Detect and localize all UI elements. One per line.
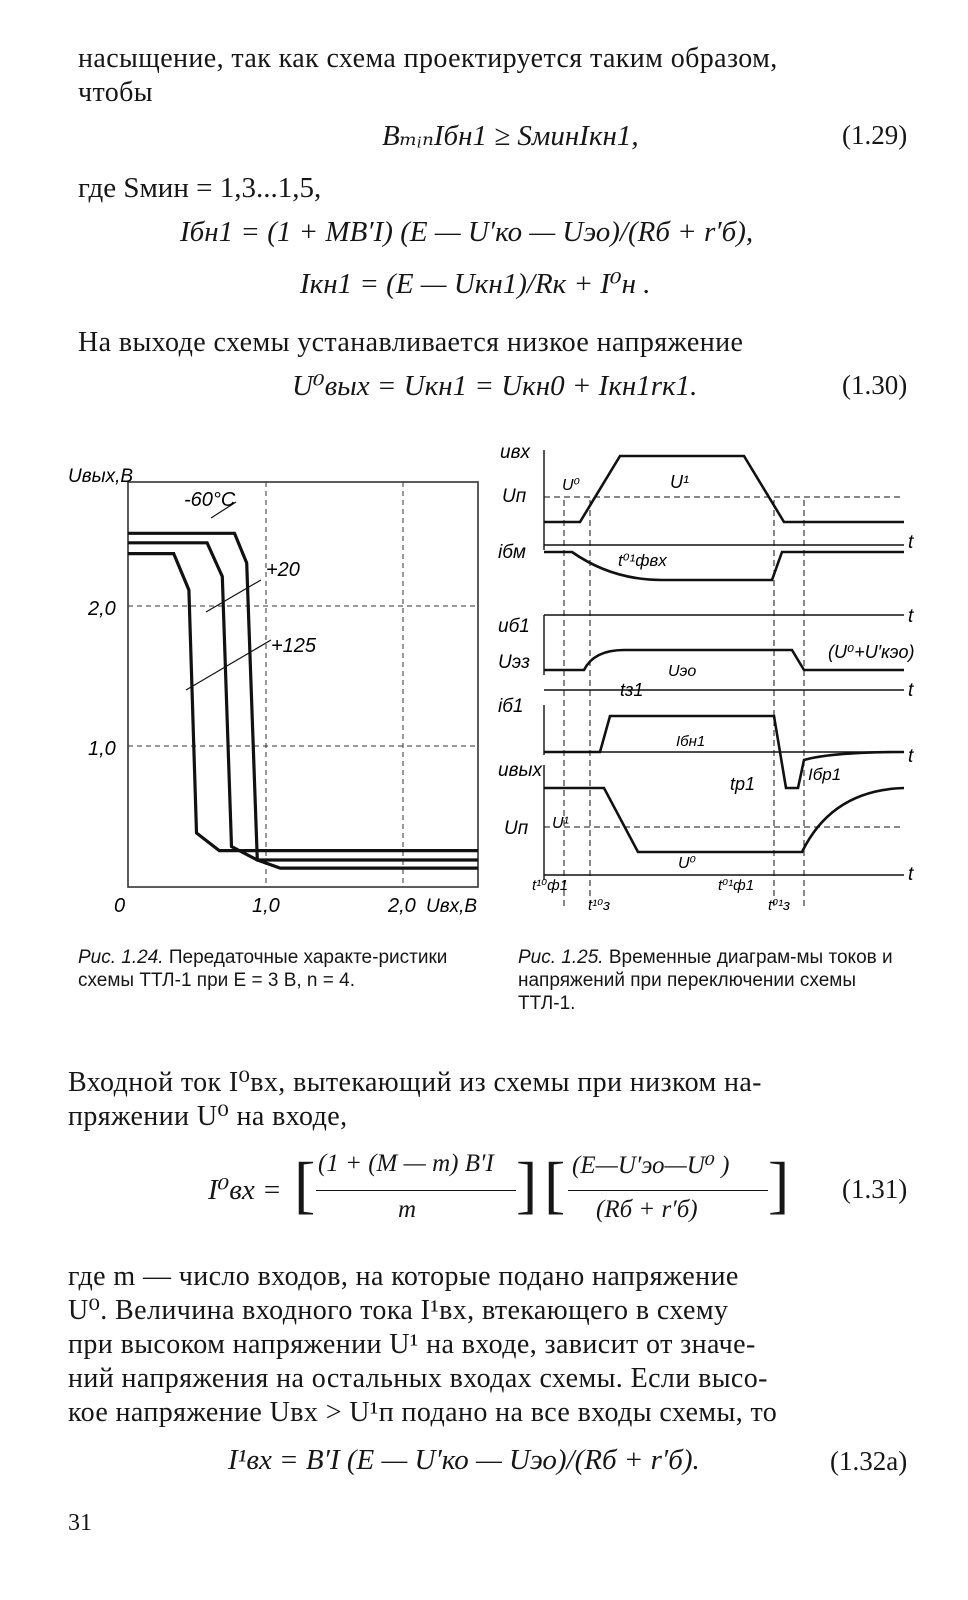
bracket-left-1: [ (294, 1149, 316, 1220)
paragraph-1-line-2: чтобы (78, 77, 154, 108)
label-u0-out: U⁰ (678, 855, 697, 872)
equation-ikn1: Iкн1 = (E — Uкн1)/Rк + I⁰н . (300, 268, 651, 300)
transfer-curve-1 (128, 541, 478, 862)
label-i-bm: iбм (498, 542, 526, 563)
label-t-z1: tз1 (620, 680, 643, 700)
equation-1-30: U⁰вых = Uкн1 = Uкн0 + Iкн1rк1. (292, 370, 698, 402)
caption-fig-1-25: Рис. 1.25. Временные диаграм-мы токов и … (518, 946, 912, 1015)
equation-1-31-lhs: I⁰вх = (208, 1174, 282, 1206)
curve-label-20: +20 (266, 559, 300, 581)
equation-1-31-number: (1.31) (842, 1174, 908, 1204)
bracket-right-1: ] (516, 1149, 538, 1220)
equation-1-29: BₘᵢₙIбн1 ≥ SминIкн1, (382, 120, 639, 152)
label-t-4: t (908, 746, 914, 767)
leader-20 (205, 579, 262, 613)
label-u-sum: (U⁰+U′кэо) (828, 642, 914, 662)
equation-1-31-den-1: m (398, 1196, 417, 1223)
paragraph-1-line-1: насыщение, так как схема проектируется т… (78, 43, 778, 74)
label-t-r1: tр1 (730, 774, 755, 794)
curve-label-125: +125 (271, 635, 317, 657)
x-axis-label: Uвх,В (426, 896, 477, 917)
label-u1-out: U¹ (552, 815, 569, 832)
where-smin: где Sмин = 1,3...1,5, (78, 172, 322, 204)
page-number: 31 (68, 1510, 92, 1536)
equation-ibn1: Iбн1 = (1 + MB′I) (E — U′ко — Uэо)/(Rб +… (180, 216, 754, 248)
transfer-curve-2 (128, 552, 478, 853)
label-t-f1-01: t⁰¹ф1 (718, 877, 754, 894)
caption-fig-1-25-text: Временные диаграм-мы токов и напряжений … (518, 947, 893, 1014)
label-t-2: t (908, 606, 914, 627)
label-t-3: t (908, 680, 914, 701)
label-un-1: Uп (502, 486, 527, 507)
equation-1-31-num-1: (1 + (M — m) B′I (318, 1150, 494, 1177)
curve-label-60: -60°C (184, 489, 236, 511)
equation-1-32a: I¹вх = B′I (E — U′ко — Uэо)/(Rб + r′б). (228, 1444, 700, 1476)
fraction-bar-1 (316, 1190, 516, 1191)
caption-fig-1-24-label: Рис. 1.24. (78, 947, 164, 968)
waveform-u-b1 (544, 648, 904, 672)
label-u-in: uвх (500, 442, 531, 463)
label-i-bn1: Iбн1 (676, 733, 705, 750)
label-t-1: t (908, 532, 914, 553)
y-axis-label: Uвых,В (68, 466, 133, 487)
fraction-bar-2 (568, 1190, 768, 1191)
equation-1-31-num-2: (E—U′эо—U⁰ ) (572, 1152, 730, 1179)
label-t-z-01: t⁰¹з (768, 897, 790, 914)
paragraph-4-line-5: кое напряжение Uвх > U¹п подано на все в… (68, 1397, 778, 1428)
label-u-ez: Uэз (498, 652, 530, 673)
bracket-left-2: [ (544, 1149, 566, 1220)
waveform-i-bm (544, 550, 904, 582)
figure-1-25: uвх Uп U¹ U⁰ t iбм t⁰¹фвх t uб1 Uэз Uэо … (498, 442, 914, 914)
label-i-b1: iб1 (498, 696, 523, 717)
label-un-2: Uп (504, 818, 529, 839)
figure-1-24: Uвых,В 2,0 1,0 0 1,0 2,0 Uвх,В -60°C +20… (68, 466, 479, 917)
plot-frame (127, 481, 479, 888)
transfer-curve-0 (128, 531, 478, 870)
waveform-u-out (544, 786, 905, 854)
label-t-5: t (908, 864, 914, 885)
paragraph-4-line-2: U⁰. Величина входного тока I¹вх, втекающ… (68, 1295, 729, 1326)
paragraph-4-line-4: ний напряжения на остальных входах схемы… (68, 1363, 768, 1394)
equation-1-32a-number: (1.32a) (830, 1446, 908, 1476)
label-t-f1-10: t¹⁰ф1 (532, 877, 568, 894)
paragraph-4-line-3: при высоком напряжении U¹ на входе, зави… (68, 1329, 756, 1360)
label-i-br1: Iбр1 (808, 765, 841, 784)
x-tick-0: 0 (114, 895, 125, 917)
paragraph-3-line-1: Входной ток I⁰вх, вытекающий из схемы пр… (68, 1067, 762, 1098)
label-u1-in: U¹ (670, 472, 689, 492)
waveform-u-in (544, 454, 904, 524)
leader-125 (185, 639, 272, 691)
label-u-eo: Uэо (668, 663, 696, 680)
caption-fig-1-24: Рис. 1.24. Передаточные характе-ристики … (78, 946, 494, 992)
paragraph-3-line-2: пряжении U⁰ на входе, (68, 1101, 348, 1132)
x-tick-2: 2,0 (387, 895, 416, 917)
label-u-out: uвых (498, 760, 543, 781)
caption-fig-1-24-text: Передаточные характе-ристики схемы ТТЛ-1… (78, 947, 448, 991)
label-u-b1: uб1 (498, 616, 530, 637)
y-tick-1: 1,0 (88, 738, 116, 760)
x-tick-1: 1,0 (252, 895, 280, 917)
leader-60 (210, 501, 237, 519)
caption-fig-1-25-label: Рис. 1.25. (518, 947, 604, 968)
label-u0-in: U⁰ (562, 477, 581, 494)
label-t-fin: t⁰¹фвх (618, 551, 667, 570)
equation-1-29-number: (1.29) (842, 120, 908, 150)
bracket-right-2: ] (768, 1149, 790, 1220)
equation-1-31-den-2: (Rб + r′б) (596, 1196, 698, 1223)
y-tick-2: 2,0 (87, 598, 116, 620)
label-t-z-10: t¹⁰з (588, 897, 610, 914)
paragraph-4-line-1: где m — число входов, на которые подано … (68, 1261, 739, 1292)
waveform-i-b1 (544, 714, 905, 790)
paragraph-2: На выходе схемы устанавливается низкое н… (78, 327, 744, 358)
equation-1-30-number: (1.30) (842, 370, 908, 400)
